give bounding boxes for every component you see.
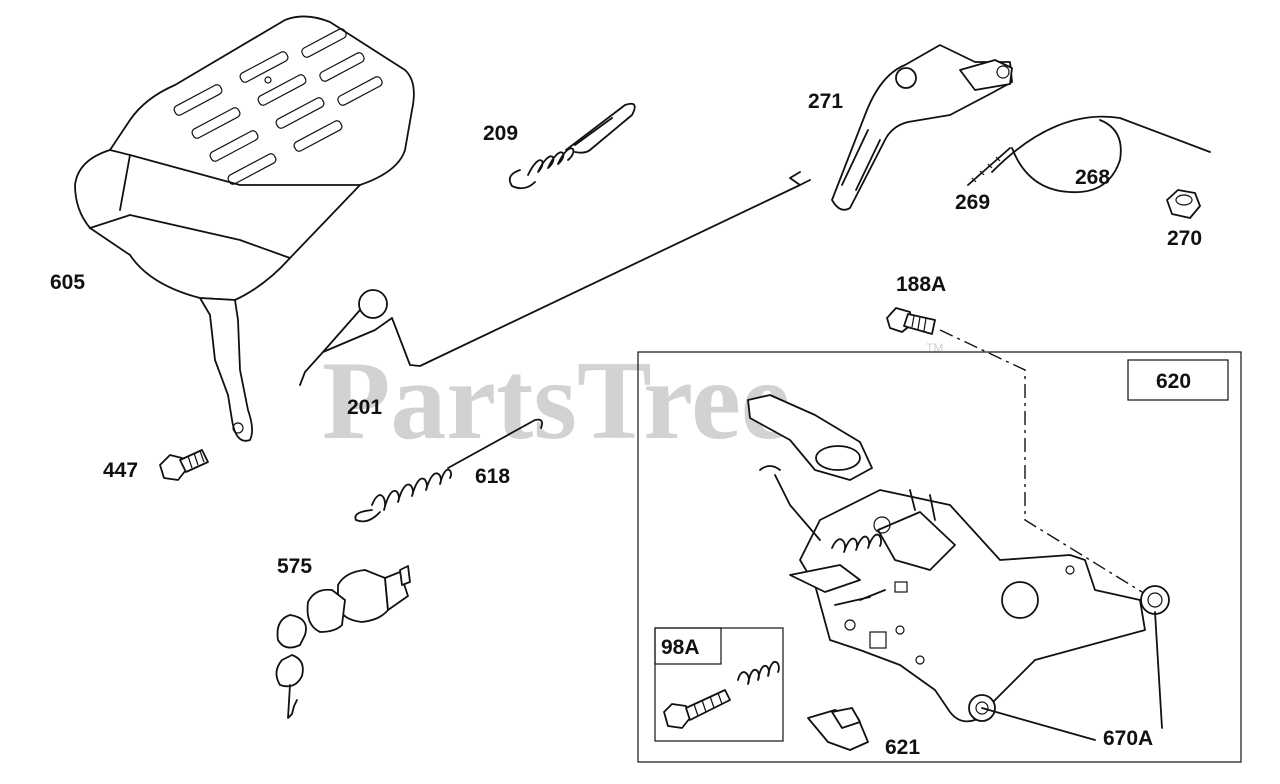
label-269: 269 (955, 191, 990, 214)
part-447-bolt (159, 449, 209, 481)
label-620: 620 (1156, 370, 1191, 393)
assembly-620-tag (1127, 359, 1229, 401)
label-268: 268 (1075, 166, 1110, 189)
part-618-spring (354, 418, 544, 523)
label-188a: 188A (896, 273, 946, 296)
part-620-control-assembly (747, 394, 1170, 723)
part-605-cover (74, 15, 415, 442)
part-271-bracket (831, 44, 1013, 211)
part-188a-bolt (886, 307, 1156, 601)
part-98a-screw-spring (663, 661, 780, 729)
part-575-ignition-switch (275, 565, 411, 719)
leader-670a-upper (1154, 611, 1163, 729)
part-270-nut (1166, 189, 1201, 219)
watermark-text: PartsTree (322, 339, 791, 463)
label-98a: 98A (661, 636, 700, 659)
label-270: 270 (1167, 227, 1202, 250)
label-271: 271 (808, 90, 843, 113)
assembly-98a-tag (654, 627, 722, 665)
label-618: 618 (475, 465, 510, 488)
watermark-trademark: TM (926, 341, 943, 355)
leader-670a-lower (981, 707, 1096, 741)
part-621-clip (807, 707, 869, 751)
label-621: 621 (885, 736, 920, 759)
part-268-cable (967, 115, 1211, 193)
label-670a: 670A (1103, 727, 1153, 750)
label-575: 575 (277, 555, 312, 578)
assembly-620-box (637, 351, 1242, 763)
label-201: 201 (347, 396, 382, 419)
label-209: 209 (483, 122, 518, 145)
label-605: 605 (50, 271, 85, 294)
part-201-link-rod (299, 171, 811, 386)
part-209-spring (508, 102, 636, 190)
label-447: 447 (103, 459, 138, 482)
